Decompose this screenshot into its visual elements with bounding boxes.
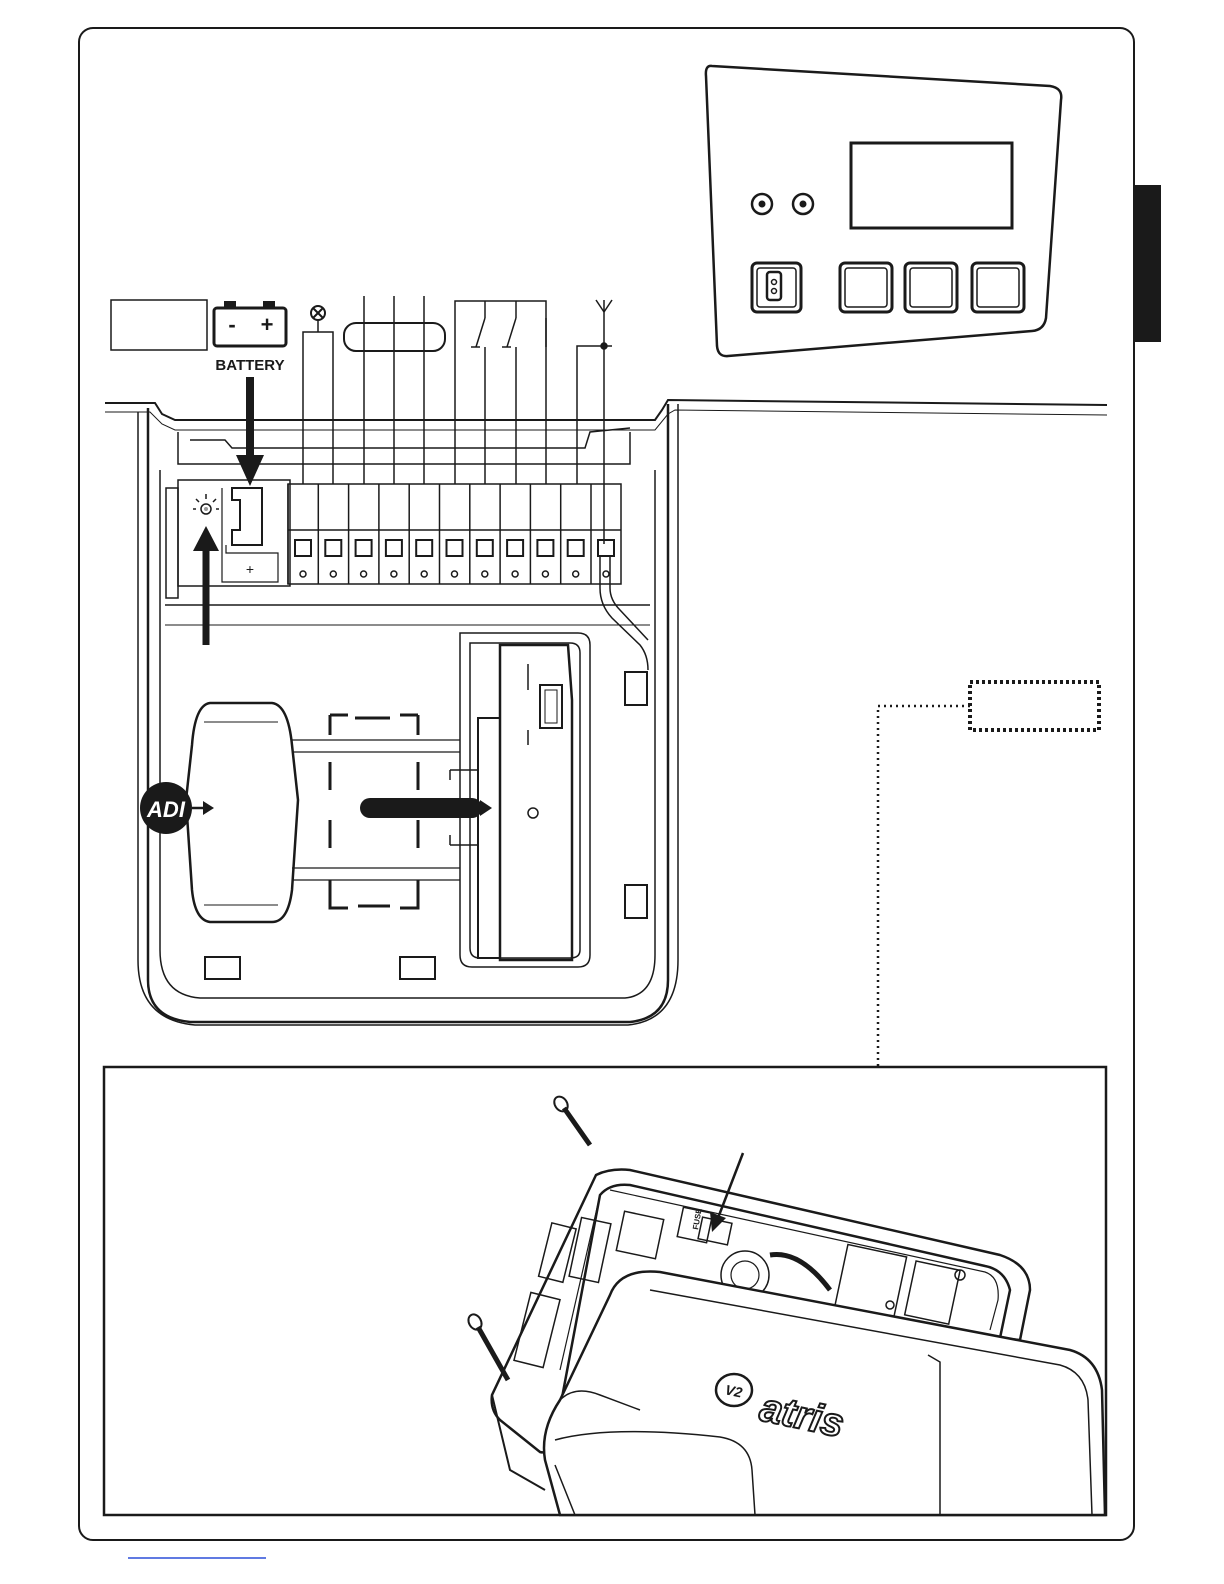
radio-insert-arrow	[370, 800, 492, 816]
panel-button-1[interactable]	[840, 263, 892, 312]
battery-connector: +	[222, 488, 278, 582]
terminal-5	[409, 484, 432, 584]
mounting-screw-left	[466, 1312, 508, 1380]
lcd-screen	[851, 143, 1012, 228]
battery-minus-sign: -	[228, 312, 235, 337]
section-side-tab	[1135, 185, 1161, 342]
side-connector	[166, 488, 178, 598]
empty-label-box	[111, 300, 207, 350]
adi-badge-text: ADI	[146, 797, 186, 822]
terminal-7	[470, 484, 493, 584]
led-icon	[193, 494, 219, 514]
antenna-cable	[600, 556, 648, 670]
terminal-8	[500, 484, 523, 584]
push-button-icon	[455, 301, 546, 484]
battery-label: BATTERY	[215, 357, 284, 374]
terminal-10	[561, 484, 584, 584]
terminal-1	[288, 484, 311, 584]
battery-plus-sign: +	[261, 312, 274, 337]
panel-button-3[interactable]	[972, 263, 1024, 312]
terminal-9	[530, 484, 553, 584]
terminal-4	[379, 484, 402, 584]
display-panel	[706, 66, 1061, 356]
connector-plus-sign: +	[246, 561, 254, 577]
fuse-callout-box	[970, 682, 1099, 730]
panel-button-2[interactable]	[905, 263, 957, 312]
control-unit-housing	[105, 400, 1107, 1025]
terminal-6	[440, 484, 463, 584]
battery-symbol: - +	[214, 301, 286, 346]
battery-arrow	[236, 377, 264, 486]
antenna-icon	[577, 300, 612, 544]
terminal-2	[318, 484, 341, 584]
control-unit-lid	[544, 1271, 1105, 1515]
lamp-wire	[303, 320, 333, 484]
fuse-callout-leader	[878, 706, 970, 1066]
terminal-3	[349, 484, 372, 584]
adi-badge: ADI	[140, 782, 214, 834]
remote-button[interactable]	[752, 263, 801, 312]
terminal-block	[178, 480, 621, 586]
lamp-icon	[311, 306, 325, 320]
mounting-screw-top	[551, 1094, 590, 1145]
fuse-label: FUSE	[691, 1207, 704, 1230]
